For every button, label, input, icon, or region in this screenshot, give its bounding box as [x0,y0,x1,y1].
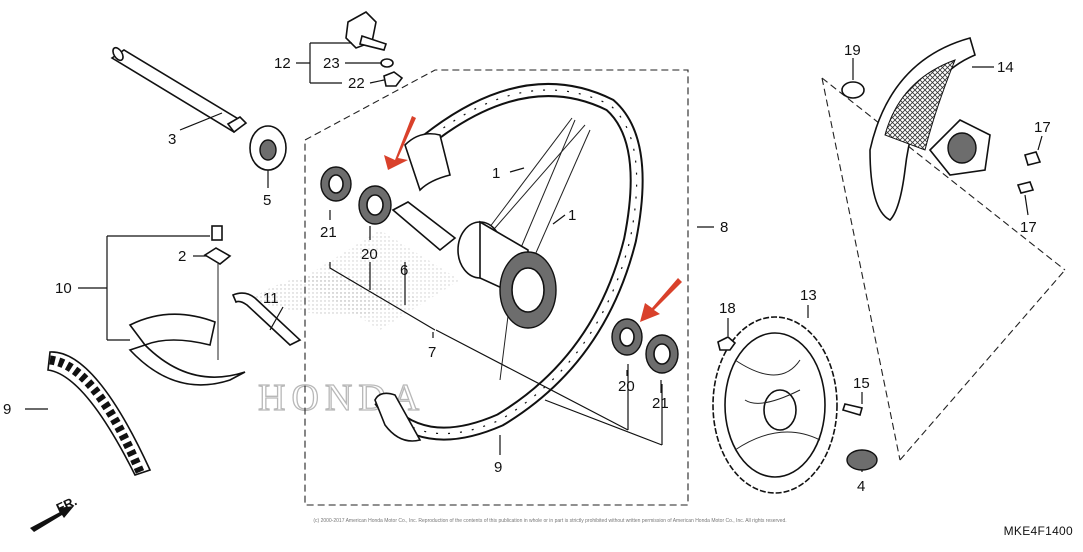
callout-21-left: 21 [320,224,337,241]
callout-4: 4 [857,478,865,495]
callout-18: 18 [719,300,736,317]
callout-20-left: 20 [361,246,378,263]
inner-tube [128,313,246,386]
copyright-notice: (c) 2000-2017 American Honda Motor Co., … [313,518,787,524]
callout-17-lower: 17 [1020,219,1037,236]
highlight-arrows [384,116,682,322]
callout-19: 19 [844,42,861,59]
spokes [479,117,591,381]
wheel-assembly-box [304,69,689,506]
rim [374,83,644,442]
callout-12: 11 [263,290,279,307]
hub [457,220,557,329]
callout-1-upper: 1 [492,165,500,182]
callout-21-right: 21 [652,395,669,412]
callout-1-lower: 1 [568,207,576,224]
callouts: 3 5 12 23 22 2 10 11 9 21 20 6 7 1 1 20 … [3,42,1051,495]
leader-lines [25,42,1043,472]
callout-22: 22 [348,75,365,92]
rim-band [231,292,302,346]
right-bearings [611,318,679,374]
red-arrow-right-bearing [640,278,682,322]
disc-cover-box [821,77,1066,461]
side-collar [249,125,287,171]
callout-11: 10 [55,280,72,297]
callout-5: 5 [263,192,271,209]
callout-7: 7 [428,344,436,361]
callout-3: 3 [168,131,176,148]
callout-23: 23 [323,55,340,72]
callout-20-right: 20 [618,378,635,395]
callout-9: 9 [494,459,502,476]
disc-cover [841,37,1042,221]
front-direction-arrow [30,506,74,532]
valve-cap [203,225,232,360]
callout-2: 2 [178,248,186,265]
callout-6: 6 [400,262,408,279]
callout-13: 12 [274,55,291,72]
callout-10: 9 [3,401,11,418]
callout-8: 8 [720,219,728,236]
front-axle [110,46,248,134]
diagram-reference-code: MKE4F1400 [1003,524,1073,538]
tire [47,351,152,476]
callout-17-upper: 17 [1034,119,1051,136]
red-arrow-left-bearing [384,116,416,170]
left-bearings [320,166,457,252]
callout-16: 15 [853,375,870,392]
rim-lock [345,11,404,87]
brake-disc [712,316,838,494]
callout-15: 14 [997,59,1014,76]
callout-14: 13 [800,287,817,304]
